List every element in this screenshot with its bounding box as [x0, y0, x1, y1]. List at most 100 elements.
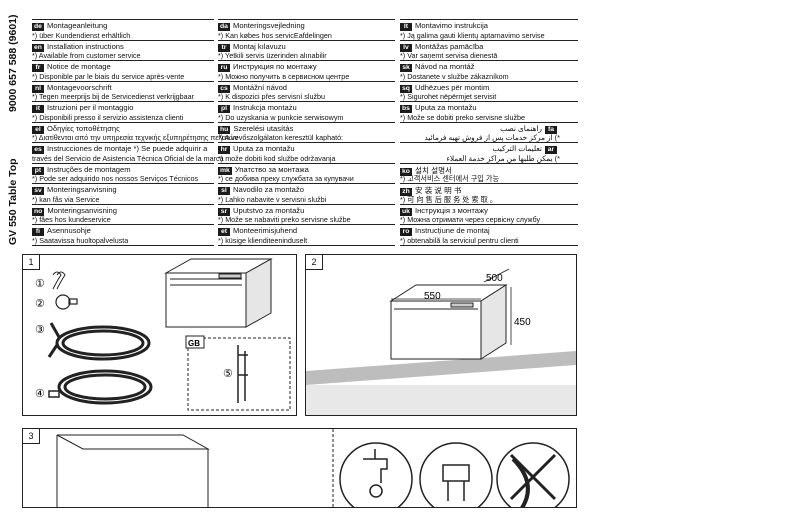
fixing-bracket-icon: [237, 345, 248, 403]
article-number: 9000 657 588 (9601): [7, 14, 19, 113]
language-code-badge: da: [218, 23, 230, 31]
language-code-badge: el: [32, 125, 44, 134]
gb-kit-box: [187, 337, 291, 411]
language-code-badge: sl: [218, 187, 230, 195]
part-5-number: ⑤: [223, 368, 233, 380]
language-code-badge: de: [32, 23, 44, 31]
availability-note: *) از مرکز خدمات پس از فروش تهیه فرمائید: [424, 133, 560, 142]
instruction-title: Montaj kılavuzu: [233, 41, 286, 51]
instruction-title: Udhëzues për montim: [415, 82, 490, 92]
language-code-badge: ko: [400, 167, 412, 176]
availability-note: *) küsige klienditeeninduselt: [218, 235, 308, 245]
availability-note: *) Lahko nabavite v servisni službi: [218, 194, 327, 204]
tap-connection-icon: [339, 442, 413, 512]
availability-note: *) Može se nabaviti preko servisne služb…: [218, 215, 351, 224]
language-code-badge: lv: [400, 43, 412, 52]
availability-note: *) Можно получить в сервисном центре: [218, 71, 350, 81]
gb-label-box: [185, 335, 205, 349]
availability-note: *) Pode ser adquirido nos nossos Serviço…: [32, 174, 199, 183]
panel-2-dimensions: 2 550 500 450: [305, 254, 577, 416]
part-1-number: ①: [35, 278, 45, 290]
language-code-badge: pt: [32, 166, 44, 175]
language-code-badge: sk: [400, 64, 412, 72]
depth-dimension: 500: [486, 273, 503, 284]
language-code-badge: fa: [545, 125, 557, 134]
language-entry-fa: faراهنمای نصب*) از مرکز خدمات پس از فروش…: [400, 121, 578, 142]
language-code-badge: pl: [218, 105, 230, 113]
instruction-title: Installation instructions: [47, 41, 124, 51]
instruction-title: Montāžas pamācība: [415, 41, 484, 51]
width-dimension: 550: [424, 291, 441, 302]
availability-note: *) Var saņemt servisa dienestā: [400, 51, 498, 60]
inlet-hose-icon: [48, 369, 153, 405]
availability-note: *) može dobiti kod službe održavanja: [218, 153, 336, 163]
panel-3-installation: 3: [22, 428, 577, 512]
language-code-badge: tr: [218, 43, 230, 52]
availability-note: *) Kan købes hos servicEafdelingen: [218, 30, 332, 40]
instruction-title: Montageanleitung: [47, 21, 108, 30]
instruction-title: 설치 설명서: [415, 165, 453, 175]
language-code-badge: ru: [218, 64, 230, 72]
availability-note: *) K dispozici přes servisní službu: [218, 92, 326, 101]
instruction-title: Montážní návod: [233, 82, 288, 92]
language-code-badge: sr: [218, 207, 230, 216]
language-code-badge: uk: [400, 207, 412, 216]
instruction-title: Uputstvo za montažu: [233, 205, 305, 215]
dimensions-illustration: 550 500 450: [306, 268, 576, 415]
drain-hose-icon: [47, 322, 151, 361]
language-code-badge: ro: [400, 228, 412, 236]
instruction-title: تعليمات التركيب: [492, 144, 542, 153]
availability-note: *) kan fås via Service: [32, 194, 100, 204]
language-code-badge: zh: [400, 188, 412, 196]
panel-number: 3: [22, 428, 40, 444]
part-3-number: ③: [35, 324, 45, 336]
availability-note: *) Do uzyskania w punkcie serwisowym: [218, 112, 344, 122]
instruction-title: راهنمای نصب: [500, 123, 542, 133]
availability-note: *) A vevőszolgálaton keresztül kapható:: [218, 133, 344, 142]
language-code-badge: it: [32, 105, 44, 113]
language-code-badge: fr: [32, 64, 44, 72]
availability-note: *) Διατίθενται από την υπηρεσία τεχνικής…: [32, 133, 239, 142]
instruction-title: 安 装 说 明 书: [415, 186, 462, 195]
language-code-badge: ar: [545, 146, 557, 154]
availability-note: *) се добива преку службата за купувачи: [218, 174, 354, 183]
dishwasher-back-icon: [56, 434, 210, 507]
availability-note: *) Sigurohet nëpërmjet servisit: [400, 92, 497, 101]
instruction-title: Montavimo instrukcija: [415, 21, 489, 30]
instruction-title: Інструкція з монтажу: [415, 205, 488, 215]
instruction-title: Instruções de montagem: [47, 164, 131, 174]
availability-note: *) 可 向 售 后 服 务 处 索 取 。: [400, 194, 498, 204]
side-labels: 9000 657 588 (9601) GV 550 Table Top: [4, 0, 28, 250]
instruction-title: Instrukcja montażu: [233, 103, 297, 112]
instruction-title: Οδηγίες τοποθέτησης: [47, 123, 120, 133]
model-name: GV 550 Table Top: [7, 158, 19, 245]
instruction-title: Istruzioni per il montaggio: [47, 103, 134, 112]
availability-note: *) Tegen meerprijs bij de Servicedienst …: [32, 92, 195, 101]
dishwasher-icon: [389, 284, 508, 360]
